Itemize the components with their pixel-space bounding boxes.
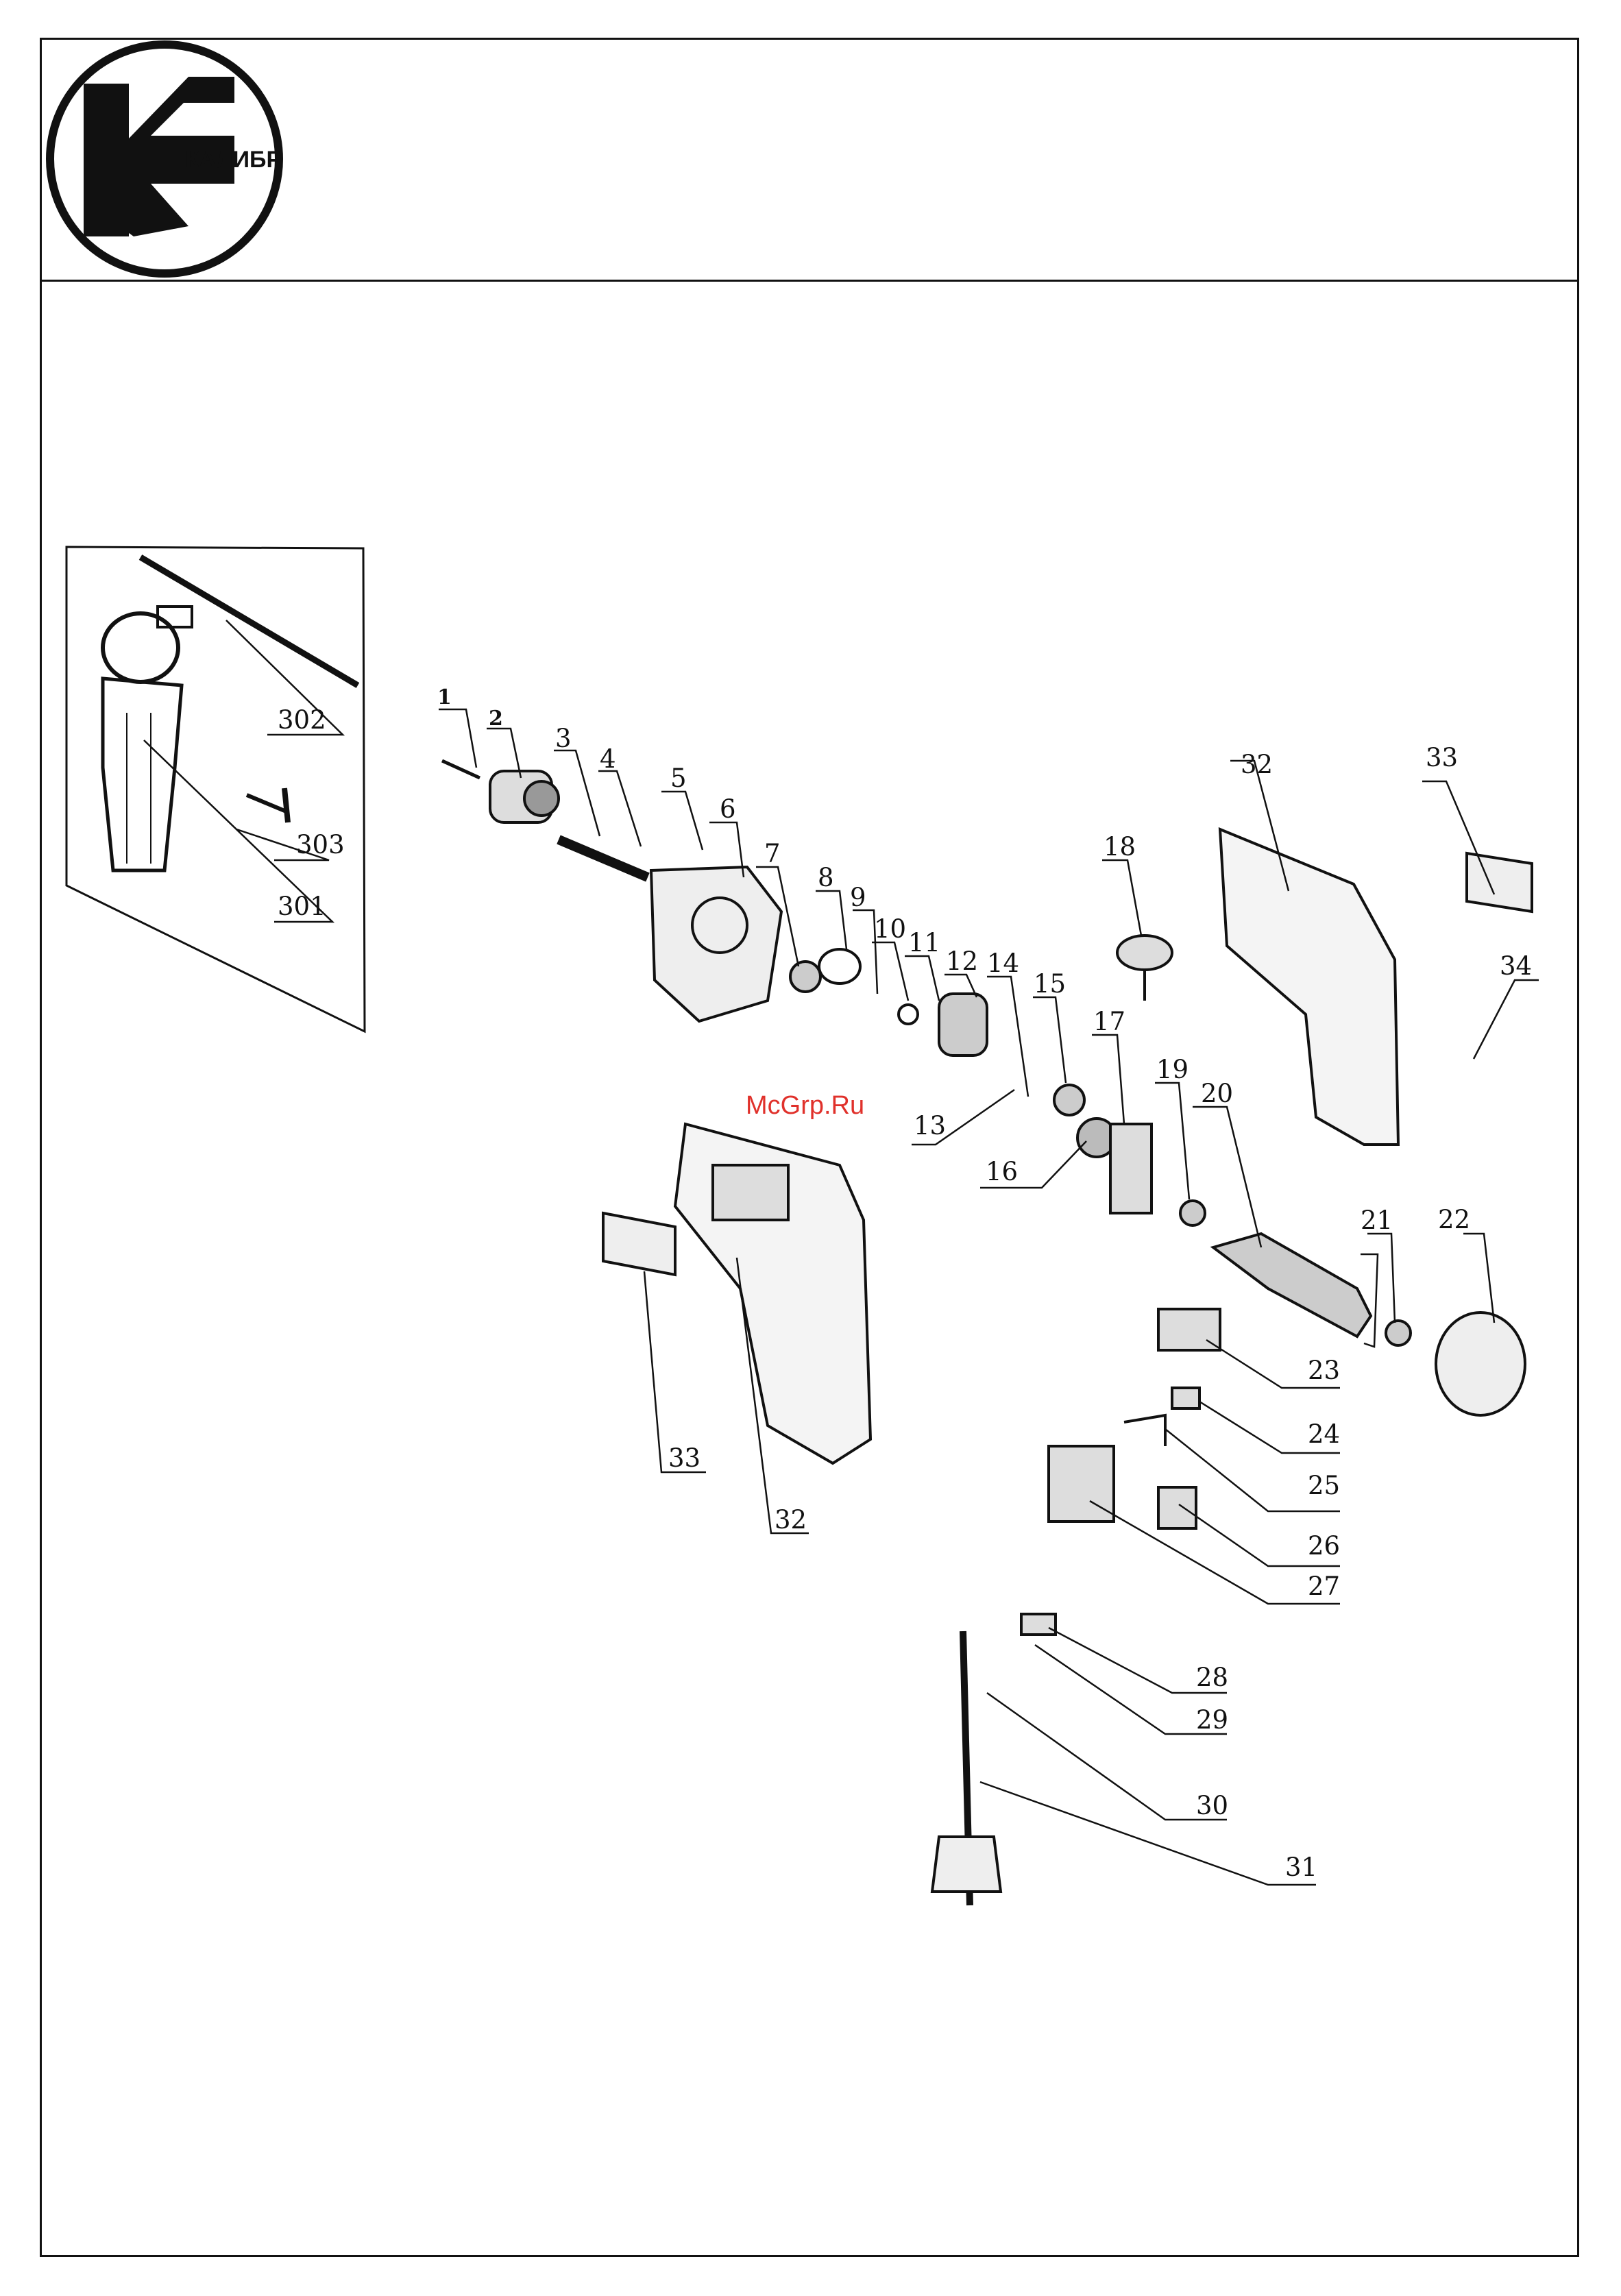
parts-sketch xyxy=(442,761,1532,1905)
callout-7: 7 xyxy=(764,839,781,868)
callout-3: 3 xyxy=(555,724,572,753)
callout-29: 29 xyxy=(1196,1705,1228,1735)
accessory-box xyxy=(66,547,365,1031)
callout-20: 20 xyxy=(1201,1079,1233,1108)
callout-18: 18 xyxy=(1104,832,1136,862)
callout-301: 301 xyxy=(278,892,326,921)
callout-19: 19 xyxy=(1156,1055,1189,1084)
callout-27: 27 xyxy=(1308,1572,1340,1601)
callout-302: 302 xyxy=(278,705,326,735)
callout-11: 11 xyxy=(908,928,940,957)
callout-24: 24 xyxy=(1308,1419,1340,1449)
kalibr-logo: КАЛИБР xyxy=(50,45,282,273)
callout-14: 14 xyxy=(987,949,1019,978)
logo-text: КАЛИБР xyxy=(185,147,282,173)
callout-17: 17 xyxy=(1093,1007,1125,1036)
callout-33-right: 33 xyxy=(1426,743,1458,772)
callout-34: 34 xyxy=(1500,951,1532,981)
callout-30: 30 xyxy=(1196,1791,1228,1820)
callout-26: 26 xyxy=(1308,1531,1340,1561)
callout-13: 13 xyxy=(914,1111,946,1140)
callout-2: 2 xyxy=(489,707,503,731)
callout-9: 9 xyxy=(850,883,866,912)
callout-32-right: 32 xyxy=(1241,750,1273,779)
callout-32-left: 32 xyxy=(775,1505,807,1535)
callout-31: 31 xyxy=(1285,1853,1317,1882)
callout-22: 22 xyxy=(1438,1205,1470,1234)
callout-6: 6 xyxy=(720,794,736,824)
callout-5: 5 xyxy=(670,764,687,793)
callout-16: 16 xyxy=(986,1157,1018,1186)
callout-303: 303 xyxy=(296,830,345,859)
callout-10: 10 xyxy=(874,914,906,944)
callout-4: 4 xyxy=(600,744,616,774)
callout-12: 12 xyxy=(946,947,978,976)
callout-28: 28 xyxy=(1196,1663,1228,1692)
callout-23: 23 xyxy=(1308,1356,1340,1385)
callout-1: 1 xyxy=(437,685,452,709)
callout-33-left: 33 xyxy=(668,1443,700,1473)
callout-8: 8 xyxy=(818,863,834,892)
callout-21: 21 xyxy=(1361,1206,1393,1235)
callout-15: 15 xyxy=(1034,969,1066,999)
callout-25: 25 xyxy=(1308,1471,1340,1500)
